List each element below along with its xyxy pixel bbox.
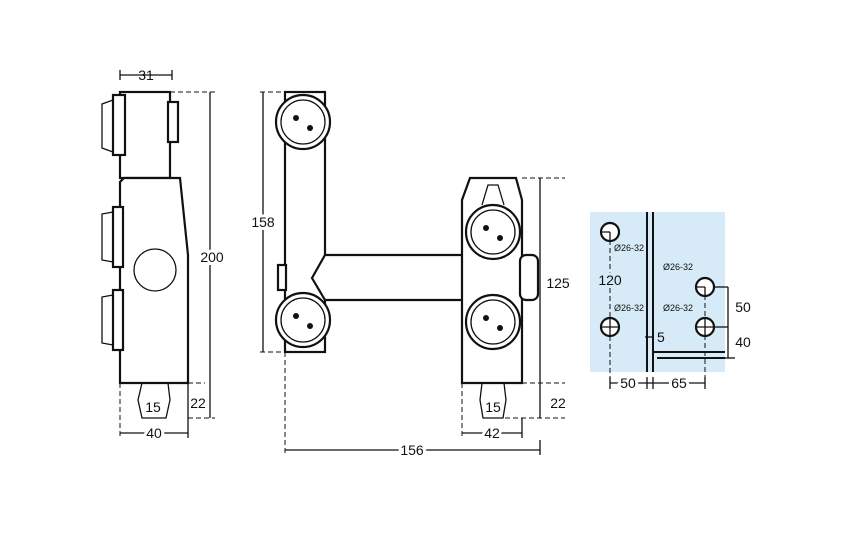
side-hole (133, 248, 177, 292)
front-view: 158 125 22 15 42 156 (248, 90, 570, 461)
dim-base-width: 40 (146, 425, 162, 441)
dim-left-height: 158 (251, 214, 275, 230)
dim-base-width-front: 42 (484, 425, 500, 441)
dim-right-offset: 65 (671, 375, 687, 391)
dim-foot-height: 22 (190, 395, 206, 411)
glass-hole-layout: Ø26-32 Ø26-32 Ø26-32 Ø26-32 120 5 50 40 … (590, 212, 754, 394)
dim-foot-height-front: 22 (550, 395, 566, 411)
dim-left-offset: 50 (620, 375, 636, 391)
hole-label: Ø26-32 (663, 303, 693, 313)
dim-total-width: 156 (400, 442, 424, 458)
side-view: 31 200 22 15 40 (101, 67, 227, 444)
dim-top-width: 31 (138, 67, 154, 83)
dim-upper-right-spacing: 50 (735, 299, 751, 315)
dim-height: 200 (200, 249, 224, 265)
hole-label: Ø26-32 (614, 303, 644, 313)
dim-lower-right-offset: 40 (735, 334, 751, 350)
hole-label: Ø26-32 (663, 262, 693, 272)
dim-gap: 5 (657, 329, 665, 345)
dim-foot-width: 15 (145, 399, 161, 415)
hole-label: Ø26-32 (614, 243, 644, 253)
dim-foot-width-front: 15 (485, 399, 501, 415)
dim-vertical-spacing: 120 (598, 272, 622, 288)
dim-right-height: 125 (546, 275, 570, 291)
